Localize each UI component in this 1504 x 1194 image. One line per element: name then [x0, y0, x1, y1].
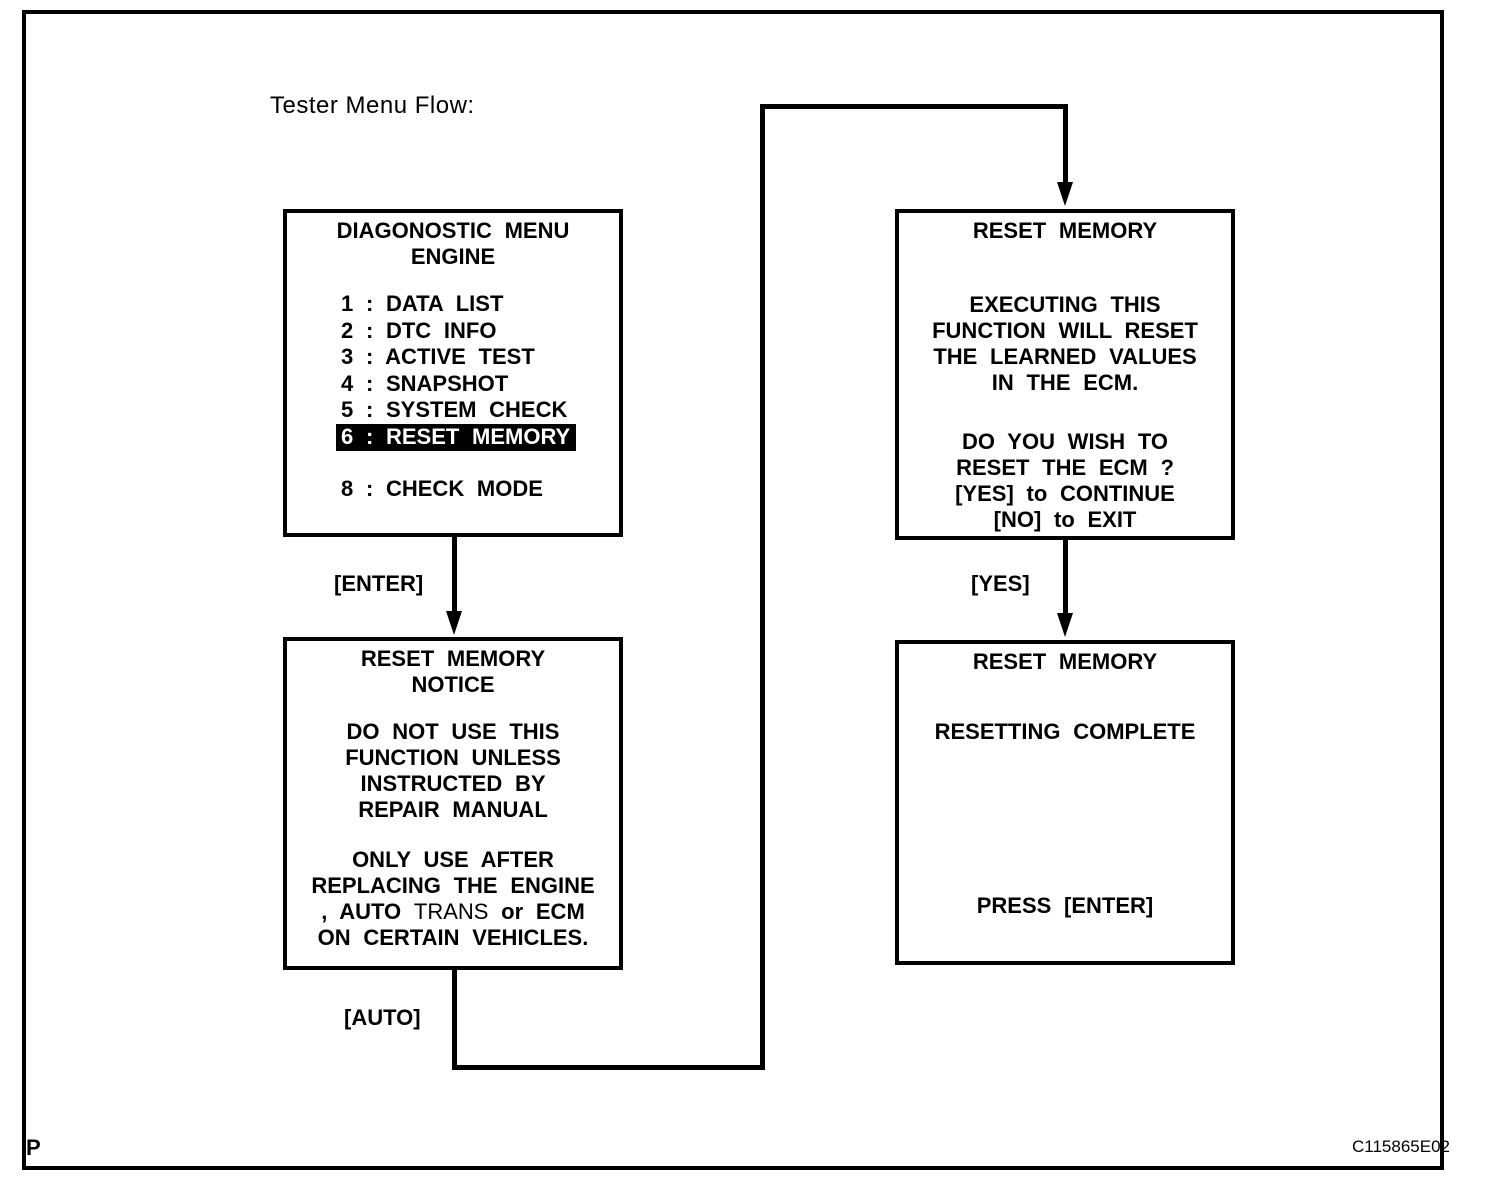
screen-title: RESET MEMORY — [360, 646, 546, 671]
confirm-warning-text: EXECUTING THIS FUNCTION WILL RESET THE L… — [932, 292, 1198, 395]
page-border-frame — [22, 10, 1444, 1170]
screen-subtitle: NOTICE — [411, 672, 495, 697]
auto-connector-segment-into-confirm — [1063, 104, 1068, 184]
auto-connector-segment-top — [760, 104, 1068, 109]
enter-arrow-line — [452, 537, 457, 615]
menu-item-data-list: 1 : DATA LIST — [341, 291, 504, 316]
page-letter: P — [26, 1135, 41, 1160]
screen-reset-memory-notice: RESET MEMORY NOTICE DO NOT USE THIS FUNC… — [283, 637, 623, 970]
auto-connector-segment-up — [760, 104, 765, 1070]
screen-title: DIAGONOSTIC MENU — [336, 218, 570, 243]
auto-connector-segment-bottom — [452, 1065, 765, 1070]
yes-arrow-line — [1063, 540, 1068, 615]
complete-prompt-text: PRESS [ENTER] — [976, 893, 1154, 918]
auto-arrow-label: [AUTO] — [344, 1005, 421, 1030]
screen-subtitle: ENGINE — [410, 244, 496, 269]
figure-code: C115865E02 — [1352, 1137, 1450, 1156]
auto-connector-segment-down — [452, 970, 457, 1070]
complete-status-text: RESETTING COMPLETE — [934, 719, 1196, 744]
menu-item-snapshot: 4 : SNAPSHOT — [341, 370, 509, 396]
diagnostic-menu-list: 1 : DATA LIST 2 : DTC INFO 3 : ACTIVE TE… — [336, 291, 619, 503]
screen-reset-memory-confirm: RESET MEMORY EXECUTING THIS FUNCTION WIL… — [895, 209, 1235, 540]
screen-title: RESET MEMORY — [972, 218, 1158, 243]
figure-title: Tester Menu Flow: — [270, 92, 475, 119]
screen-title: RESET MEMORY — [972, 649, 1158, 674]
mixed-weight-line: , AUTO TRANS or ECM — [321, 899, 585, 924]
highlight-bar: 6 : RESET MEMORY — [336, 423, 577, 451]
auto-arrowhead-icon — [1057, 182, 1073, 206]
menu-item-reset-memory-highlighted: 6 : RESET MEMORY — [336, 423, 619, 451]
screen-reset-memory-complete: RESET MEMORY RESETTING COMPLETE PRESS [E… — [895, 640, 1235, 965]
screen-diagnostic-menu: DIAGONOSTIC MENU ENGINE 1 : DATA LIST 2 … — [283, 209, 623, 537]
notice-warning-text: DO NOT USE THIS FUNCTION UNLESS INSTRUCT… — [345, 719, 561, 822]
notice-usage-text: ONLY USE AFTER REPLACING THE ENGINE , AU… — [287, 847, 619, 951]
enter-arrowhead-icon — [446, 611, 462, 635]
enter-arrow-label: [ENTER] — [334, 571, 424, 596]
menu-item-check-mode: 8 : CHECK MODE — [341, 476, 543, 501]
menu-item-active-test: 3 : ACTIVE TEST — [341, 344, 535, 369]
menu-item-dtc-info: 2 : DTC INFO — [341, 317, 497, 343]
yes-arrowhead-icon — [1057, 613, 1073, 637]
menu-item-system-check: 5 : SYSTEM CHECK — [341, 397, 568, 422]
confirm-question-text: DO YOU WISH TO RESET THE ECM ? [YES] to … — [955, 429, 1175, 532]
yes-arrow-label: [YES] — [971, 571, 1030, 596]
